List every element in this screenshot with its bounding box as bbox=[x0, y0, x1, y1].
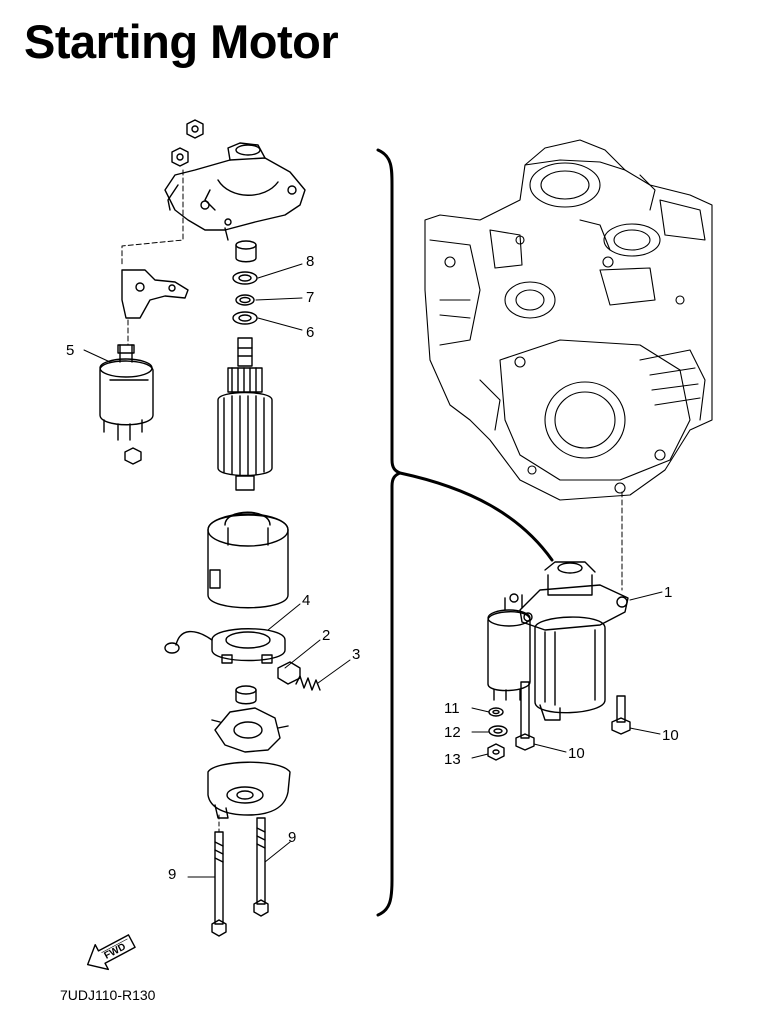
front-cover-housing bbox=[164, 142, 306, 241]
page-title: Starting Motor bbox=[24, 15, 339, 68]
washer-6 bbox=[232, 311, 258, 325]
callout-4: 4 bbox=[302, 592, 310, 609]
callout-6: 6 bbox=[306, 324, 314, 341]
spacer-collar bbox=[235, 240, 257, 263]
callout-3: 3 bbox=[352, 646, 360, 663]
callout-1: 1 bbox=[664, 584, 672, 601]
starting-motor-assembly bbox=[487, 561, 629, 721]
engine-block bbox=[424, 139, 713, 501]
armature bbox=[217, 337, 273, 491]
callout-2: 2 bbox=[322, 627, 330, 644]
leader-lines bbox=[83, 263, 663, 878]
callout-5: 5 bbox=[66, 342, 74, 359]
callout-13: 13 bbox=[444, 751, 461, 768]
fwd-arrow-icon: FWD bbox=[86, 934, 136, 971]
fwd-label: FWD bbox=[103, 941, 128, 961]
callout-9-right: 9 bbox=[288, 829, 296, 846]
yoke bbox=[207, 511, 289, 609]
nut-13 bbox=[487, 743, 505, 761]
bracket-leader bbox=[398, 471, 554, 562]
brush-plate bbox=[211, 707, 289, 753]
through-bolt-left bbox=[211, 831, 227, 937]
callout-10-right: 10 bbox=[662, 727, 679, 744]
washer-8 bbox=[232, 271, 258, 285]
solenoid-switch bbox=[99, 344, 154, 465]
callout-10-left: 10 bbox=[568, 745, 585, 762]
spacer-11 bbox=[488, 707, 504, 717]
brush-spring bbox=[295, 675, 321, 691]
dashed-guide-front bbox=[121, 169, 184, 266]
drawing-code: 7UDJ110-R130 bbox=[60, 987, 156, 1003]
callout-7: 7 bbox=[306, 289, 314, 306]
washer-12 bbox=[488, 725, 508, 737]
callout-8: 8 bbox=[306, 253, 314, 270]
callout-11: 11 bbox=[444, 700, 460, 717]
callout-12: 12 bbox=[444, 724, 461, 741]
rear-cover bbox=[207, 761, 291, 819]
brush-holder bbox=[164, 628, 286, 664]
through-bolt-right bbox=[253, 817, 269, 917]
mount-bolt-left bbox=[515, 681, 535, 751]
mount-bolt-right bbox=[611, 695, 631, 735]
solenoid-terminal-bracket bbox=[121, 269, 189, 319]
callout-9-left: 9 bbox=[168, 866, 176, 883]
callout-labels: 1 2 3 4 5 6 7 8 9 9 10 10 11 12 13 bbox=[66, 253, 679, 883]
front-cover-nuts bbox=[171, 119, 204, 167]
group-bracket bbox=[376, 148, 402, 917]
rear-bushing bbox=[235, 685, 257, 705]
washer-7 bbox=[235, 294, 255, 306]
